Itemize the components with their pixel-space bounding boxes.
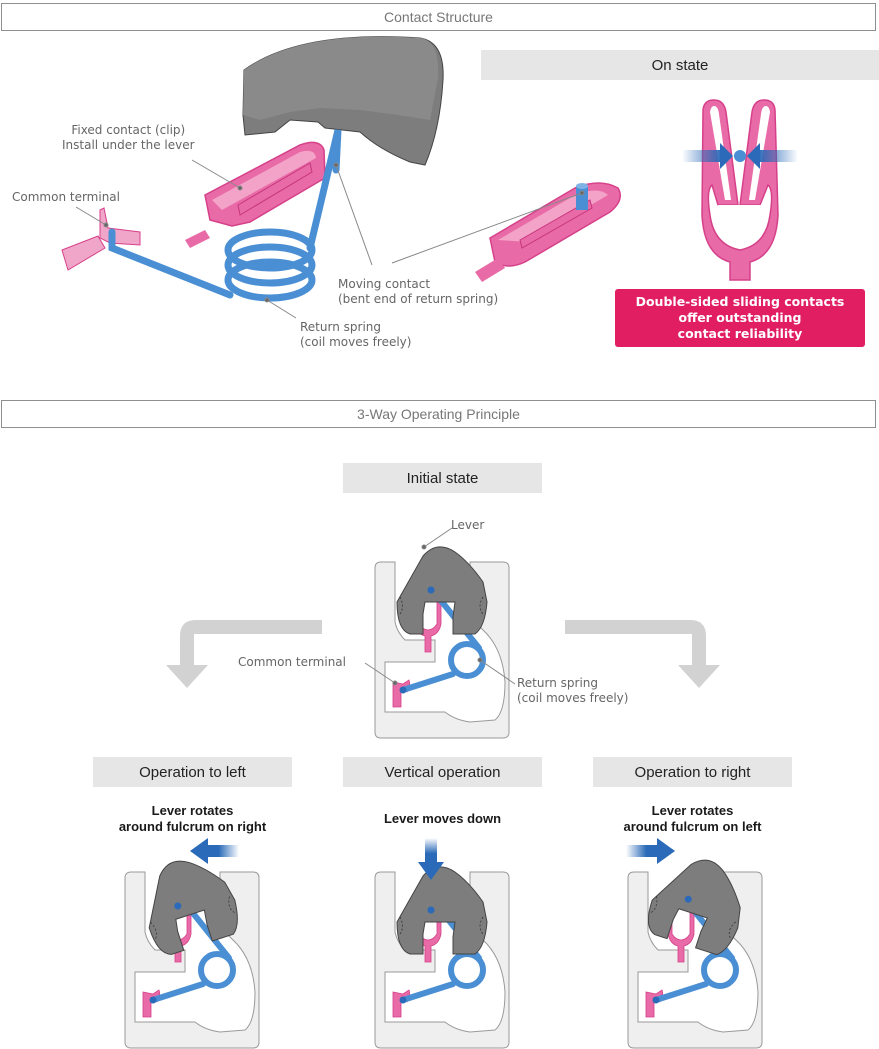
operation-left-description: Lever rotates around fulcrum on right	[118, 803, 267, 834]
callout-common-terminal: Common terminal	[12, 190, 120, 204]
operation-right-label-text: Operation to right	[634, 763, 751, 781]
arrow-right-icon	[626, 838, 675, 864]
contact-reliability-badge: Double-sided sliding contacts offer outs…	[615, 289, 865, 347]
section-title: 3-Way Operating Principle	[357, 406, 520, 422]
lever	[396, 866, 488, 955]
branch-arrow-left	[166, 620, 322, 688]
switch-operation-vertical	[374, 866, 510, 1049]
switch-operation-right	[627, 859, 763, 1049]
on-state-label: On state	[481, 50, 879, 80]
common-terminal	[392, 989, 411, 1018]
lever	[148, 860, 238, 955]
section-header-contact-structure: Contact Structure	[1, 3, 876, 31]
callout-lever: Lever	[451, 518, 485, 532]
initial-leader-lines	[364, 527, 516, 686]
clip-with-moving-contact	[475, 182, 621, 282]
operation-vertical-label-text: Vertical operation	[384, 763, 501, 781]
moving-contact	[427, 906, 435, 914]
operation-left-label-text: Operation to left	[139, 763, 246, 781]
callout-return-spring: Return spring (coil moves freely)	[300, 320, 412, 349]
return-spring	[108, 129, 342, 302]
contact-assembly-illustration	[61, 36, 621, 319]
callout-common-terminal-initial: Common terminal	[238, 655, 346, 669]
operation-right-description: Lever rotates around fulcrum on left	[623, 803, 762, 834]
callout-moving-contact: Moving contact (bent end of return sprin…	[338, 277, 499, 306]
operation-vertical-description: Lever moves down	[383, 811, 502, 826]
switch-operation-left	[124, 860, 260, 1049]
lever	[396, 546, 488, 635]
on-state-clip-illustration	[682, 99, 798, 281]
operation-left-label: Operation to left	[93, 757, 292, 787]
lever	[647, 859, 741, 956]
initial-state-label: Initial state	[343, 463, 542, 493]
branch-arrow-right	[565, 620, 720, 688]
section-title: Contact Structure	[384, 9, 493, 25]
callout-return-spring-initial: Return spring (coil moves freely)	[517, 676, 629, 705]
on-state-label-text: On state	[651, 56, 709, 74]
arrow-left-icon	[190, 838, 239, 864]
moving-contact	[427, 586, 435, 594]
moving-contact	[684, 895, 692, 903]
operation-vertical-label: Vertical operation	[343, 757, 542, 787]
switch-initial-state	[374, 546, 510, 739]
leader-lines	[75, 159, 585, 319]
initial-state-label-text: Initial state	[406, 469, 479, 487]
moving-contact	[174, 902, 182, 910]
common-terminal	[645, 989, 664, 1018]
section-header-operating-principle: 3-Way Operating Principle	[1, 400, 876, 428]
common-terminal	[142, 989, 161, 1018]
callout-fixed-contact: Fixed contact (clip) Install under the l…	[62, 123, 195, 152]
fixed-contact-clip	[185, 141, 326, 248]
operation-right-label: Operation to right	[593, 757, 792, 787]
lever-block	[242, 36, 444, 166]
arrow-down-icon	[418, 838, 444, 880]
